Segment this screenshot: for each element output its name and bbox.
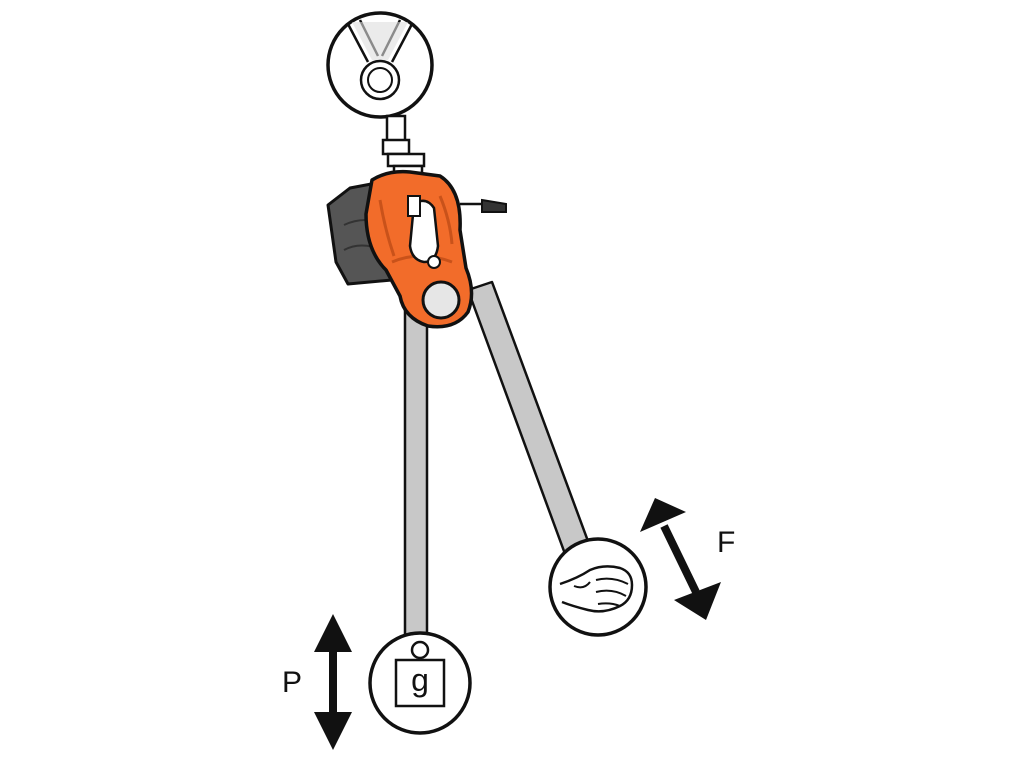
load-label: P [282, 666, 303, 699]
load-double-arrow-icon [314, 614, 352, 750]
force-double-arrow-icon [640, 498, 721, 620]
force-label: F [717, 526, 736, 559]
fist-hand-icon [548, 537, 648, 637]
weight-letter: g [411, 662, 429, 698]
rope-pull-strand [466, 280, 594, 564]
pulley-device [364, 169, 474, 329]
release-lever [460, 198, 507, 213]
weight-icon [368, 631, 472, 735]
rope-load-strand [403, 298, 429, 642]
anchor-sling-icon [326, 11, 434, 119]
